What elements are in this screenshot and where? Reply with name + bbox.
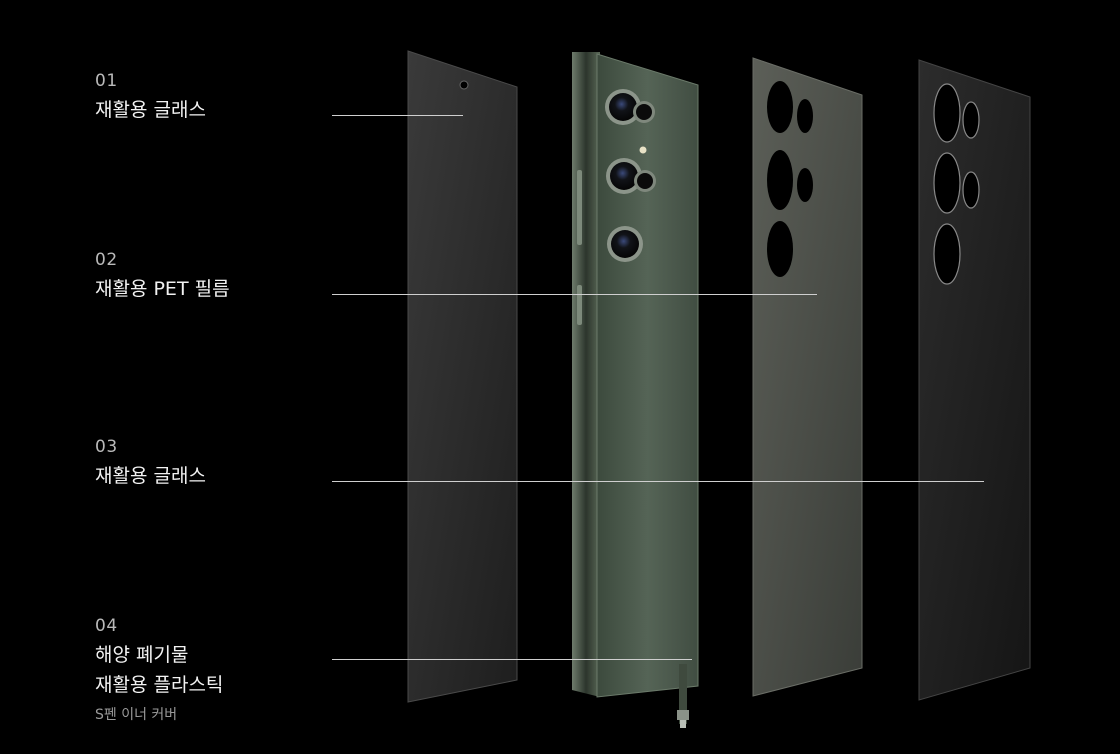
layer-title: 재활용 PET 필름 [95,278,230,300]
layer-label-02: 02 재활용 PET 필름 [95,250,230,304]
front-camera-hole [459,80,469,90]
front-glass-panel [407,50,518,703]
leader-line-04 [332,659,692,660]
layer-title-line1: 해양 폐기물 [95,644,189,666]
phone-body [572,52,699,698]
leader-line-02 [332,294,817,295]
layer-number: 02 [95,250,118,270]
layer-label-03: 03 재활용 글래스 [95,437,206,491]
layer-title: 재활용 글래스 [95,465,206,487]
leader-line-03 [332,481,984,482]
layer-number: 01 [95,71,118,91]
layer-label-04: 04 해양 폐기물 재활용 플라스틱 S펜 이너 커버 [95,616,223,724]
layer-number: 03 [95,437,118,457]
layer-number: 04 [95,616,118,636]
back-glass-panel [918,59,1031,701]
back-camera-cutouts [933,83,980,285]
s-pen [677,664,689,728]
layer-title: 재활용 글래스 [95,99,206,121]
leader-line-01 [332,115,463,116]
film-camera-cutouts [767,81,813,277]
layer-subtitle: S펜 이너 커버 [95,707,178,723]
pet-film-panel [752,57,863,697]
layer-label-01: 01 재활용 글래스 [95,71,206,125]
layer-title-line2: 재활용 플라스틱 [95,674,224,696]
